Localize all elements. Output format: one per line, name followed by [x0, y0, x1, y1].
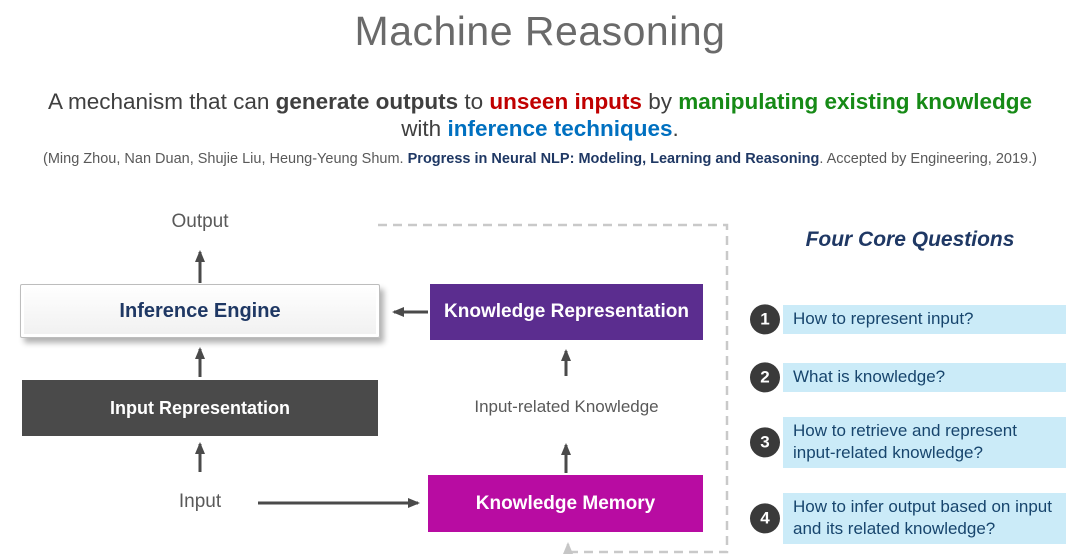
citation-authors: (Ming Zhou, Nan Duan, Shujie Liu, Heung-… [43, 151, 408, 167]
input-label: Input [178, 491, 222, 512]
definition-part2: to [458, 89, 490, 114]
definition-inference-techniques: inference techniques [447, 116, 673, 141]
question-number-2: 2 [750, 361, 780, 392]
dashed-boundary [378, 223, 729, 554]
definition-text: A mechanism that can generate outputs to… [0, 88, 1080, 142]
questions-heading: Four Core Questions [805, 228, 1015, 251]
citation-paper-title: Progress in Neural NLP: Modeling, Learni… [407, 151, 820, 167]
question-number-4: 4 [750, 502, 780, 533]
citation: (Ming Zhou, Nan Duan, Shujie Liu, Heung-… [0, 151, 1080, 167]
knowledge-representation-box: Knowledge Representation [430, 284, 703, 340]
question-number-3: 3 [750, 426, 780, 457]
definition-period: . [672, 116, 679, 141]
question-row-1: 1 How to represent input? [750, 303, 1072, 334]
definition-part3: by [641, 89, 679, 114]
question-row-4: 4 How to infer output based on input and… [750, 493, 1072, 544]
question-row-3: 3 How to retrieve and represent input-re… [750, 417, 1072, 468]
citation-venue: . Accepted by Engineering, 2019.) [819, 151, 1037, 167]
question-number-1: 1 [750, 303, 780, 334]
question-row-2: 2 What is knowledge? [750, 361, 1072, 392]
knowledge-memory-box: Knowledge Memory [428, 475, 703, 532]
definition-manipulating-knowledge: manipulating existing knowledge [678, 89, 1033, 114]
definition-part4: with [401, 116, 448, 141]
question-text-3: How to retrieve and represent input-rela… [783, 417, 1066, 468]
question-text-4: How to infer output based on input and i… [783, 493, 1066, 544]
question-text-2: What is knowledge? [783, 363, 1066, 392]
question-text-1: How to represent input? [783, 305, 1066, 334]
page-title: Machine Reasoning [354, 8, 726, 54]
output-label: Output [171, 211, 229, 232]
definition-generate-outputs: generate outputs [275, 89, 459, 114]
input-related-knowledge-label: Input-related Knowledge [474, 397, 659, 416]
definition-part1: A mechanism that can [47, 89, 276, 114]
definition-unseen-inputs: unseen inputs [489, 89, 642, 114]
inference-engine-box: Inference Engine [20, 284, 380, 338]
input-representation-box: Input Representation [22, 380, 378, 436]
